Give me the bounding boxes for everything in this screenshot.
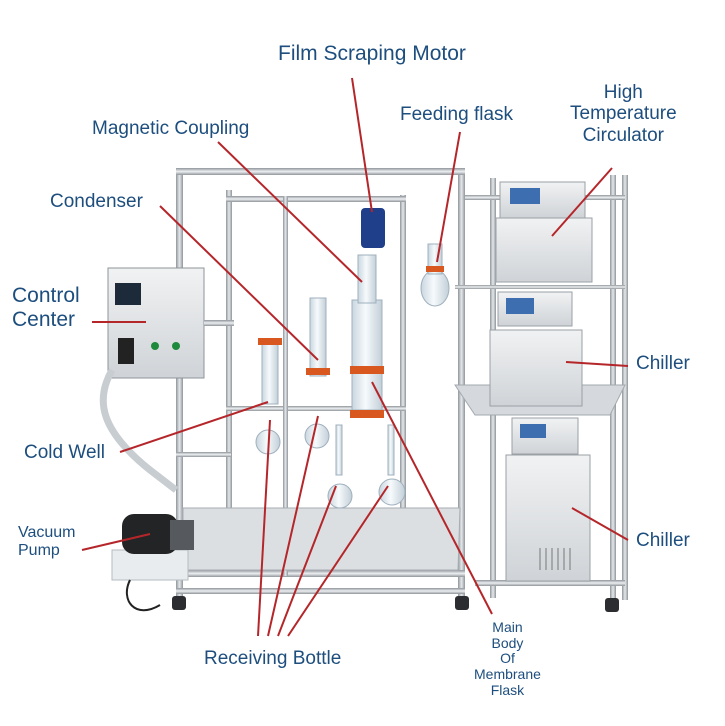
leader-line-receiving-2 bbox=[267, 415, 319, 637]
label-film-scraping-motor: Film Scraping Motor bbox=[278, 42, 466, 65]
leader-line-magnetic-coupling bbox=[217, 141, 363, 283]
leader-line-receiving-4 bbox=[287, 485, 389, 637]
label-vacuum-pump: Vacuum Pump bbox=[18, 524, 76, 560]
label-main-body-of-membrane-flask: Main Body Of Membrane Flask bbox=[474, 619, 541, 698]
label-pump: Pump bbox=[18, 541, 60, 559]
leader-line-receiving-3 bbox=[277, 485, 337, 637]
label-temperature: Temperature bbox=[570, 103, 677, 125]
label-circulator: Circulator bbox=[582, 124, 664, 146]
label-control: Control bbox=[12, 284, 80, 307]
leader-line-high-temp-circulator bbox=[551, 167, 613, 237]
leader-line-main-body bbox=[371, 381, 493, 615]
chiller-unit-top bbox=[489, 291, 583, 407]
label-high-temperature-circulator: High Temperature Circulator bbox=[570, 82, 677, 146]
leader-line-condenser bbox=[159, 205, 319, 361]
leader-line-vacuum-pump bbox=[81, 533, 151, 551]
leader-line-cold-well bbox=[119, 401, 269, 453]
leader-line-film-scraping-motor bbox=[351, 77, 373, 213]
leader-line-feeding-flask bbox=[436, 131, 461, 263]
label-of: Of bbox=[500, 650, 515, 667]
label-vacuum: Vacuum bbox=[18, 524, 76, 541]
label-body: Body bbox=[491, 634, 524, 651]
label-control-center: Control Center bbox=[12, 284, 80, 331]
label-high: High bbox=[603, 82, 643, 103]
label-condenser: Condenser bbox=[50, 191, 143, 212]
steel-frame bbox=[172, 168, 469, 610]
leader-line-receiving-1 bbox=[257, 419, 271, 637]
label-feeding-flask: Feeding flask bbox=[400, 104, 514, 125]
high-temperature-circulator bbox=[495, 181, 593, 283]
label-cold-well: Cold Well bbox=[24, 442, 105, 463]
leader-line-chiller-top bbox=[565, 361, 629, 367]
leader-line-chiller-bottom bbox=[571, 507, 629, 541]
label-membrane: Membrane bbox=[474, 666, 541, 683]
label-chiller-bottom: Chiller bbox=[636, 530, 690, 551]
label-magnetic-coupling: Magnetic Coupling bbox=[92, 118, 250, 139]
chiller-unit-bottom bbox=[505, 417, 591, 582]
label-flask: Flask bbox=[490, 681, 525, 698]
leader-lines bbox=[81, 77, 629, 637]
label-chiller-top: Chiller bbox=[636, 353, 690, 374]
label-receiving-bottle: Receiving Bottle bbox=[204, 648, 342, 669]
label-main: Main bbox=[492, 619, 523, 635]
glass-apparatus bbox=[255, 208, 450, 509]
label-center: Center bbox=[12, 307, 76, 331]
